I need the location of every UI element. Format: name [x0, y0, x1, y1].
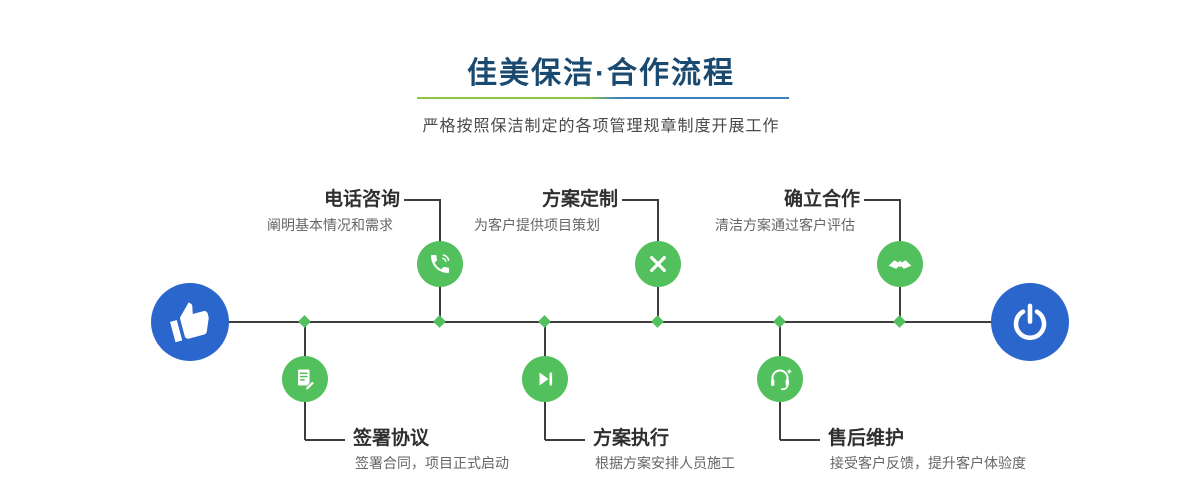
label-connector-v: [439, 199, 441, 245]
label-connector-h: [404, 199, 440, 201]
step-desc: 为客户提供项目策划: [474, 217, 600, 233]
step-label: 签署协议: [353, 428, 430, 449]
connector-stem: [899, 287, 901, 323]
connector-diamond: [298, 315, 311, 328]
connector-diamond: [651, 315, 664, 328]
label-connector-v: [304, 401, 306, 440]
step-desc: 阐明基本情况和需求: [267, 217, 393, 233]
connector-diamond: [893, 315, 906, 328]
page-subtitle: 严格按照保洁制定的各项管理规章制度开展工作: [422, 118, 780, 135]
connector-stem: [657, 287, 659, 323]
label-connector-v: [899, 199, 901, 245]
pen-ruler-icon: [649, 255, 667, 273]
step-desc: 清洁方案通过客户评估: [715, 217, 855, 233]
step-label: 售后维护: [828, 428, 905, 449]
label-connector-h: [780, 439, 820, 441]
step-node: [417, 241, 463, 287]
connector-stem: [439, 287, 441, 323]
step-label: 电话咨询: [323, 189, 400, 210]
label-connector-h: [305, 439, 345, 441]
step-node: [282, 356, 328, 402]
timeline-line: [190, 321, 1030, 323]
handshake-icon: [888, 260, 912, 269]
step-node: [757, 356, 803, 402]
step-desc: 签署合同，项目正式启动: [355, 455, 509, 471]
label-connector-v: [779, 401, 781, 440]
phone-icon: [431, 254, 450, 273]
connector-diamond: [433, 315, 446, 328]
connector-stem: [779, 322, 781, 356]
step-label: 确立合作: [783, 189, 860, 210]
page-title: 佳美保洁·合作流程: [467, 57, 735, 90]
label-connector-v: [544, 401, 546, 440]
title-divider: [417, 97, 789, 99]
connector-stem: [304, 322, 306, 356]
headset-support-icon: [771, 369, 792, 391]
thumb-up-icon: [170, 302, 209, 343]
label-connector-h: [864, 199, 900, 201]
document-sign-icon: [298, 369, 316, 391]
power-icon: [1013, 303, 1047, 341]
step-desc: 接受客户反馈，提升客户体验度: [830, 455, 1026, 471]
step-label: 方案执行: [593, 428, 670, 449]
label-connector-v: [657, 199, 659, 245]
step-node: [522, 356, 568, 402]
connector-diamond: [538, 315, 551, 328]
play-next-icon: [539, 372, 553, 386]
step-desc: 根据方案安排人员施工: [595, 455, 735, 471]
step-node: [877, 241, 923, 287]
start-node: [151, 283, 229, 361]
connector-stem: [544, 322, 546, 356]
end-node: [991, 283, 1069, 361]
step-label: 方案定制: [541, 189, 618, 210]
step-node: [635, 241, 681, 287]
label-connector-h: [545, 439, 585, 441]
connector-diamond: [773, 315, 786, 328]
label-connector-h: [622, 199, 658, 201]
